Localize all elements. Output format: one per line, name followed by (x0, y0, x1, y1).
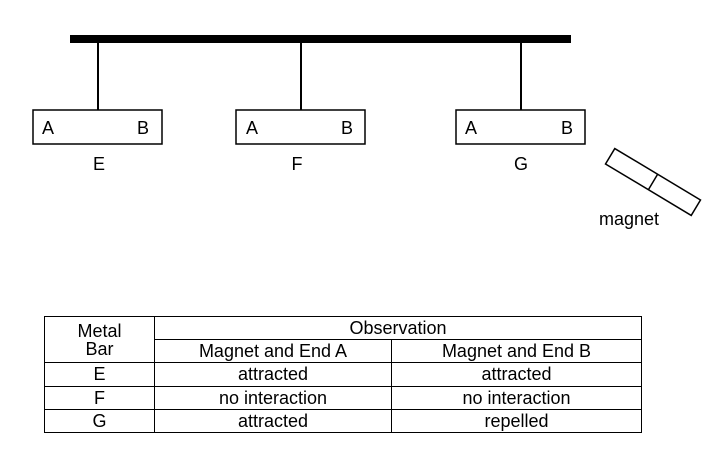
row-end-b-cell: attracted (391, 362, 642, 387)
observation-table: Metal Bar Observation Magnet and End A M… (44, 315, 642, 434)
row-bar-cell: E (44, 362, 155, 387)
row-end-a-cell: attracted (154, 408, 392, 434)
observation-header: Observation (154, 315, 642, 341)
magnet (604, 147, 702, 217)
bar-g-end-a-label: A (465, 118, 477, 138)
table-row: E attracted attracted (44, 362, 642, 387)
bar-e-name: E (93, 154, 105, 174)
metal-bar-header: Metal Bar (44, 315, 155, 364)
row-bar-cell: F (44, 385, 155, 410)
end-a-header: Magnet and End A (154, 339, 392, 364)
row-end-b-cell: no interaction (391, 385, 642, 410)
bar-f-end-b-label: B (341, 118, 353, 138)
bar-f-end-a-label: A (246, 118, 258, 138)
bar-g-end-b-label: B (561, 118, 573, 138)
table-row: G attracted repelled (44, 408, 642, 434)
bar-f-name: F (292, 154, 303, 174)
row-end-a-cell: no interaction (154, 385, 392, 410)
end-b-header: Magnet and End B (391, 339, 642, 364)
row-bar-cell: G (44, 408, 155, 434)
metal-bar-g: A B (455, 109, 586, 145)
table-row: F no interaction no interaction (44, 385, 642, 410)
row-end-a-cell: attracted (154, 362, 392, 387)
bar-e-end-b-label: B (137, 118, 149, 138)
metal-bar-f: A B (235, 109, 366, 145)
magnet-label: magnet (599, 209, 659, 229)
row-end-b-cell: repelled (391, 408, 642, 434)
metal-bar-e: A B (32, 109, 163, 145)
bar-e-end-a-label: A (42, 118, 54, 138)
bar-g-name: G (514, 154, 528, 174)
suspension-diagram: A B E A B F A B G magnet (32, 35, 702, 229)
support-beam (70, 35, 571, 43)
